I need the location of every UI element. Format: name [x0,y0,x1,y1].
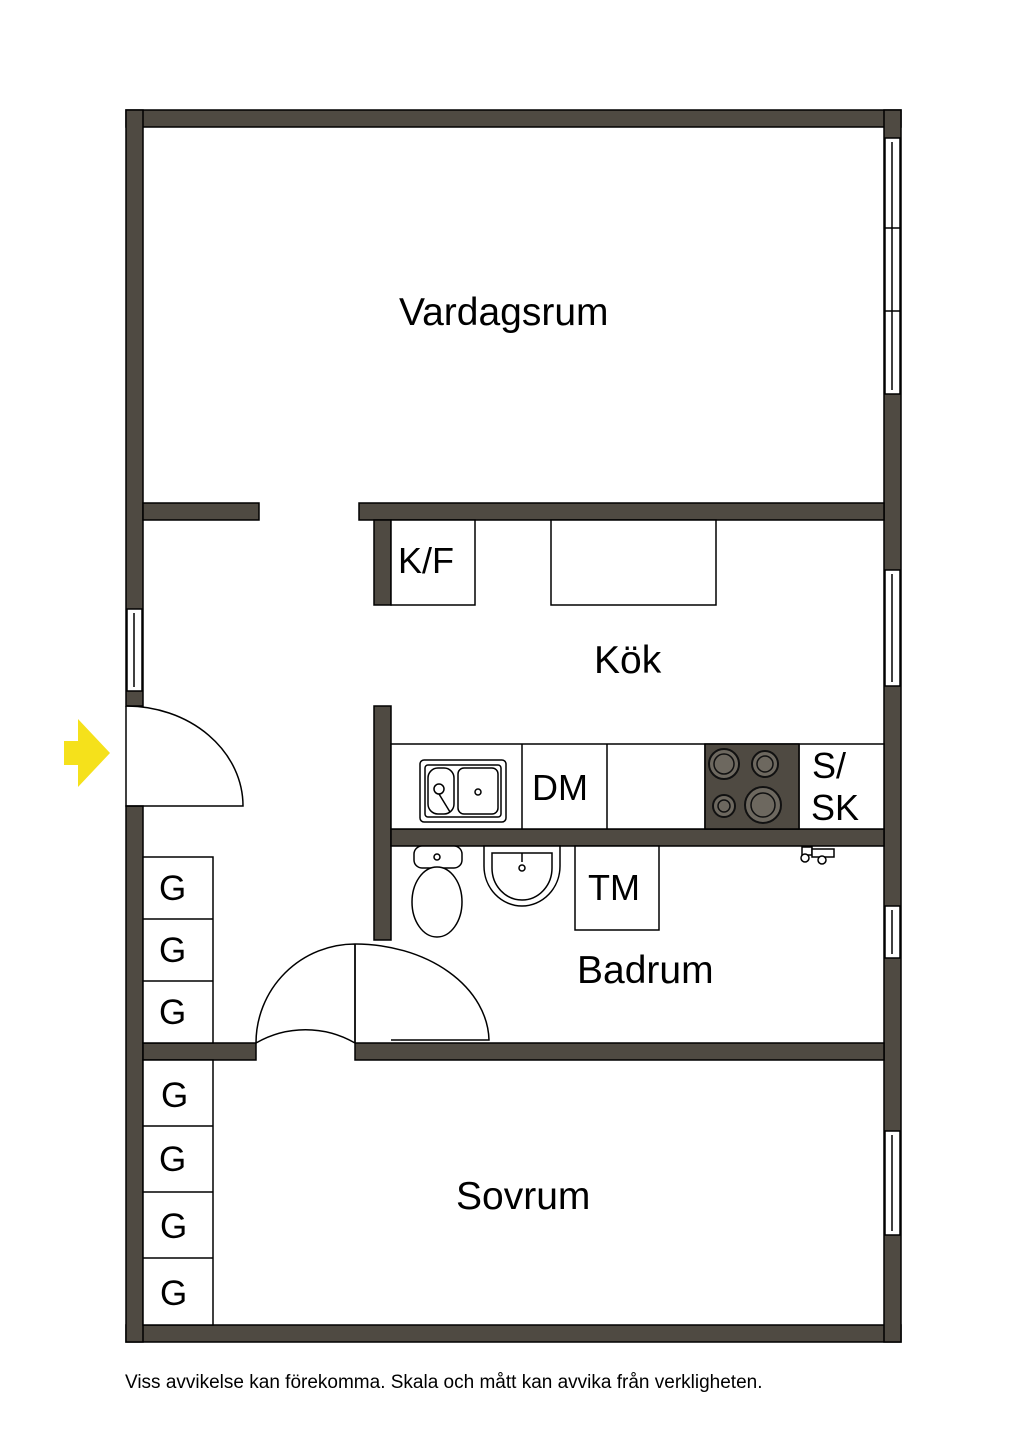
interior-walls [142,502,885,1061]
wardrobe-label: G [160,1274,187,1313]
entrance-door [125,705,244,807]
fridge-freezer-label: K/F [398,540,454,581]
kitchen-fixtures: K/F DM S/ SK [390,519,885,830]
wardrobe-label: G [159,1140,186,1179]
toilet-icon [411,845,463,938]
wardrobe-label: G [161,1076,188,1115]
window-bedroom [884,1130,901,1236]
room-label-bathroom: Badrum [577,949,714,992]
wardrobe-label: G [159,993,186,1032]
dishwasher-label: DM [532,767,588,808]
stove-icon [704,743,800,830]
room-label-kitchen: Kök [594,639,662,682]
window-living [884,137,901,395]
bedroom-door [255,943,356,1045]
tumble-dryer [574,845,660,931]
wardrobe-label: G [159,931,186,970]
tumble-dryer-label: TM [588,867,640,908]
cabinet-label-line2: SK [811,787,859,828]
windows [126,137,901,1236]
fridge-freezer [390,519,476,606]
window-bathroom [884,905,901,959]
room-label-living: Vardagsrum [399,291,609,334]
entrance-arrow-icon [64,719,110,787]
wardrobe-label: G [159,869,186,908]
kitchen-cabinet-upper [550,519,717,606]
outer-walls [125,109,902,1343]
wardrobes-hall: G G G [142,856,214,1044]
bathroom-fixtures: TM [411,845,835,938]
window-hall [126,608,143,692]
disclaimer-text: Viss avvikelse kan förekomma. Skala och … [125,1372,763,1393]
doors [125,705,490,1045]
washbasin-icon [483,845,561,907]
bathroom-door [354,943,490,1041]
cabinet-label-line1: S/ [812,745,846,786]
wardrobe-label: G [160,1207,187,1246]
tap-icon [800,846,835,865]
room-label-bedroom: Sovrum [456,1175,590,1218]
window-kitchen [884,569,901,687]
wardrobes-bedroom: G G G G [142,1059,214,1326]
sink-icon [419,759,507,823]
